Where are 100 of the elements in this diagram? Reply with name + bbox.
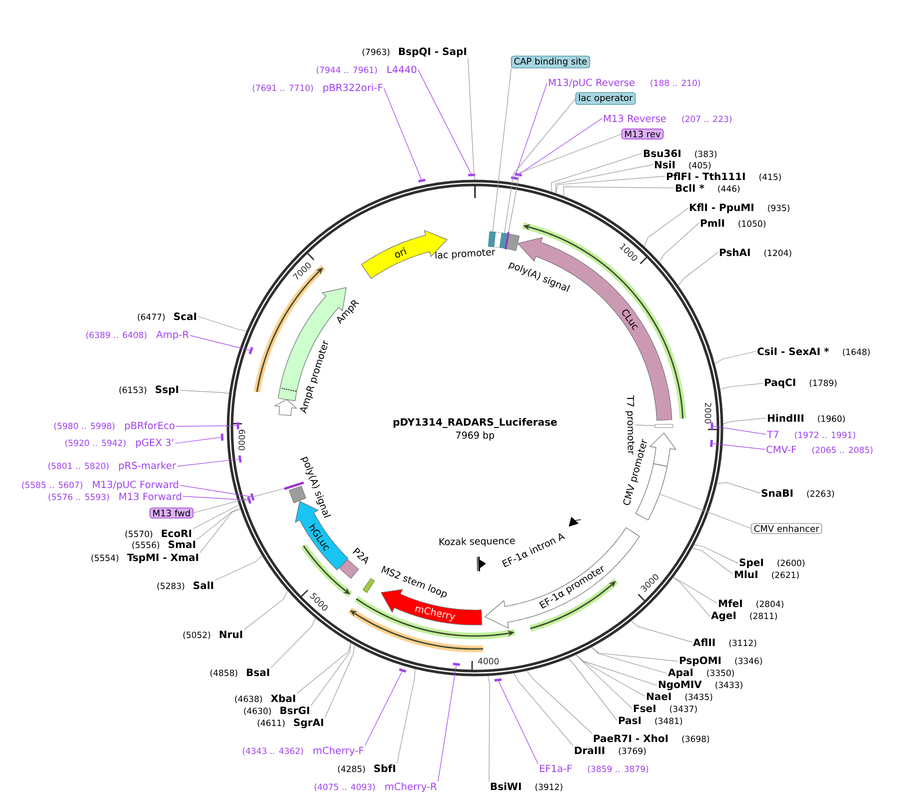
- leader-line: [396, 668, 416, 764]
- leader-line: [176, 425, 238, 427]
- leader-line: [714, 350, 756, 364]
- primer-name: M13/pUC Reverse: [548, 78, 634, 88]
- enzyme-name: BsrGI: [280, 706, 310, 714]
- primer-name: T7: [766, 430, 778, 438]
- enzyme-name: BclI *: [676, 184, 704, 192]
- primer-name: M13 Reverse: [604, 114, 666, 122]
- site-position: (415): [759, 174, 781, 182]
- primer-range: (4075 .. 4093): [314, 784, 375, 792]
- primer-mark: [398, 668, 406, 673]
- leader-line: [488, 676, 490, 782]
- enzyme-name: SpeI: [740, 558, 763, 568]
- leader-line: [720, 383, 764, 390]
- primer-range: (4343 .. 4362): [242, 748, 303, 756]
- leader-line: [712, 426, 766, 435]
- enzyme-name: NgoMIV: [658, 680, 702, 690]
- leader-line: [174, 436, 222, 444]
- primer-name: M13/pUC Forward: [92, 480, 178, 490]
- enzyme-name: AgeI: [711, 612, 736, 622]
- leader-line: [176, 458, 240, 467]
- site-position: (383): [695, 150, 716, 158]
- feature-tag: M13 fwd: [150, 508, 194, 518]
- site-position: (3437): [670, 706, 697, 714]
- leader-line: [324, 644, 355, 718]
- enzyme-name: DraIII: [574, 746, 604, 754]
- primer-mark: [238, 455, 242, 463]
- enzyme-name: BspQI - SapI: [399, 48, 466, 58]
- enzyme-name: PasI: [618, 716, 641, 724]
- site-position: (6153): [119, 386, 146, 394]
- site-position: (1960): [818, 415, 845, 423]
- leader-line: [192, 488, 285, 514]
- leader-line: [630, 620, 692, 642]
- site-position: (1789): [810, 380, 837, 388]
- primer-name: M13 Forward: [120, 492, 182, 500]
- enzyme-name: CsiI - SexAI *: [758, 347, 829, 356]
- scale-label: 6000: [238, 430, 246, 450]
- leader-line: [520, 118, 602, 174]
- site-position: (5556): [132, 542, 160, 550]
- site-position: (3698): [682, 736, 710, 744]
- site-position: (4285): [338, 766, 365, 774]
- leader-line: [182, 496, 248, 500]
- enzyme-name: KflI - PpuMI: [690, 203, 754, 214]
- leader-line: [492, 68, 512, 232]
- primer-range: (188 .. 210): [650, 80, 700, 88]
- enzyme-name: BsiWI: [490, 782, 521, 790]
- leader-line: [716, 482, 760, 494]
- primer-name: pBRforEco: [125, 422, 174, 432]
- leader-line: [192, 504, 240, 529]
- enzyme-name: Bsu36I: [644, 150, 680, 158]
- enzyme-name: SgrAI: [294, 718, 324, 728]
- site-position: (1050): [738, 220, 766, 228]
- leader-line: [722, 418, 766, 424]
- leader-line: [576, 654, 632, 709]
- leader-line: [270, 618, 316, 668]
- leader-line: [659, 222, 700, 262]
- leader-line: [190, 335, 250, 351]
- site-position: (3769): [618, 748, 646, 756]
- site-position: (2621): [772, 572, 799, 580]
- site-position: (3912): [536, 784, 562, 792]
- enzyme-name: EcoRI: [162, 530, 192, 538]
- feature-box: [654, 424, 674, 428]
- leader-line: [672, 577, 710, 617]
- enzyme-name: NsiI: [654, 160, 675, 168]
- feature-box: [504, 232, 510, 250]
- primer-name: mCherry-R: [385, 782, 437, 792]
- leader-line: [591, 646, 678, 662]
- site-position: (446): [718, 185, 740, 193]
- primer-mark: [514, 172, 522, 176]
- primer-range: (7691 .. 7710): [252, 84, 313, 92]
- site-position: (5283): [157, 582, 184, 590]
- enzyme-name: SspI: [156, 386, 178, 396]
- primer-name: pGEX 3': [136, 438, 174, 448]
- site-position: (4630): [244, 708, 271, 716]
- leader-line: [214, 556, 263, 581]
- primer-mark: [418, 178, 426, 183]
- leader-line: [692, 548, 734, 575]
- site-position: (7963): [362, 48, 390, 56]
- site-position: (935): [768, 204, 790, 212]
- enzyme-name: BsaI: [246, 668, 270, 676]
- scale-label: 2000: [704, 402, 712, 424]
- feature-tag: M13 rev: [621, 128, 664, 140]
- enzyme-name: PshAI: [720, 248, 750, 256]
- feature-tag: CMV enhancer: [750, 523, 822, 534]
- sequence-length: 7969 bp: [456, 431, 494, 441]
- primer-mark: [510, 176, 518, 180]
- leader-line: [364, 671, 402, 746]
- primer-mark: [247, 496, 252, 504]
- leader-line: [198, 316, 247, 332]
- leader-line: [310, 642, 352, 706]
- site-position: (4858): [210, 670, 238, 678]
- site-position: (1204): [764, 250, 792, 258]
- primer-mark: [494, 678, 502, 682]
- enzyme-name: PmlI: [700, 219, 724, 227]
- enzyme-name: NaeI: [646, 692, 671, 700]
- enzyme-name: ScaI: [174, 312, 196, 320]
- enzyme-name: MluI: [734, 570, 758, 578]
- site-position: (5570): [125, 530, 152, 538]
- leader-line: [555, 164, 654, 194]
- primer-range: (5980 .. 5998): [54, 422, 114, 430]
